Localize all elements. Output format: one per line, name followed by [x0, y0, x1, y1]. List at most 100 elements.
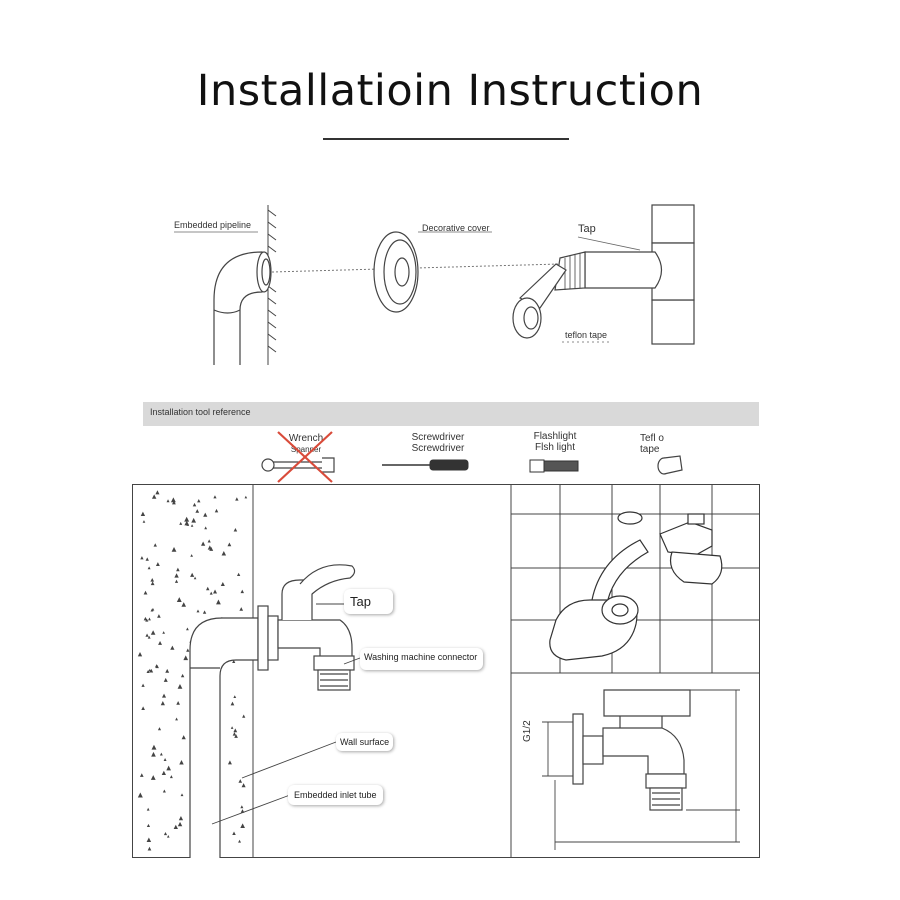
- wall-speck: [203, 512, 208, 517]
- dimension-lines: [542, 689, 740, 850]
- tool-reference-header: Installation tool reference: [150, 407, 251, 417]
- wall-speck: [201, 541, 206, 546]
- wall-speck: [158, 640, 163, 645]
- wall-speck: [170, 645, 175, 650]
- wall-speck: [147, 566, 151, 570]
- wall-speck: [146, 807, 150, 811]
- tool-wrench-line1: Wrench: [288, 433, 324, 444]
- wall-speck: [230, 701, 235, 706]
- page-title: Installatioin Instruction: [196, 66, 704, 116]
- label-embedded-pipeline: Embedded pipeline: [174, 220, 252, 230]
- wall-speck: [170, 497, 176, 503]
- tap-body: [554, 204, 695, 345]
- teflon-tape-roll: [512, 263, 567, 339]
- wall-speck: [238, 839, 241, 843]
- tool-wrench-line2: Spanner: [290, 445, 322, 454]
- wall-speck: [233, 728, 238, 733]
- wall-speck: [230, 726, 234, 729]
- tool-tape-line1: Tefl o: [640, 433, 664, 444]
- wall-speck: [234, 734, 238, 738]
- wall-speck: [180, 793, 184, 797]
- dimensioned-tap: [572, 689, 691, 811]
- wall-speck: [179, 759, 184, 765]
- wall-speck: [244, 495, 248, 499]
- wall-speck: [175, 717, 178, 721]
- wall-speck: [213, 589, 218, 594]
- wall-speck: [159, 752, 163, 756]
- wall-speck: [151, 744, 157, 750]
- wall-speck: [177, 821, 183, 827]
- wall-speck: [209, 591, 213, 595]
- embedded-pipe: [213, 251, 272, 365]
- wall-speck: [207, 545, 212, 550]
- wall-speck: [214, 508, 219, 513]
- label-teflon-tape: teflon tape: [565, 330, 608, 340]
- wall-speck: [142, 520, 146, 523]
- wall-speck: [149, 668, 154, 673]
- wall-speck: [197, 498, 201, 503]
- tool-tape-line2: tape: [640, 444, 660, 455]
- wall-speck: [160, 701, 165, 706]
- wall-speck: [145, 557, 149, 561]
- wall-speck: [166, 835, 170, 838]
- label-tap-top: Tap: [578, 223, 596, 235]
- wall-speck: [173, 824, 178, 830]
- wall-speck: [141, 683, 145, 687]
- wall-speck: [162, 789, 166, 793]
- wall-speck: [150, 630, 156, 635]
- wall-speck: [184, 520, 190, 526]
- wall-speck: [177, 683, 183, 689]
- wall-speck: [148, 668, 152, 672]
- tap-illustration: [257, 564, 356, 691]
- wall-speck: [193, 576, 197, 580]
- wall-speck: [195, 509, 200, 513]
- wall-speck: [163, 677, 168, 682]
- wall-speck: [240, 823, 245, 828]
- wall-speck: [139, 773, 144, 777]
- wall-speck: [174, 579, 179, 583]
- wall-speck: [235, 497, 239, 501]
- wall-speck: [213, 495, 217, 499]
- wall-speck: [150, 608, 154, 612]
- wall-speck: [150, 775, 156, 780]
- wall-speck: [146, 823, 151, 828]
- wall-speck: [232, 831, 236, 836]
- wall-speck: [153, 543, 157, 547]
- wall-speck: [162, 631, 165, 634]
- wall-speck: [176, 701, 180, 705]
- callout-embedded-inlet-tube: Embedded inlet tube: [288, 785, 383, 805]
- tool-flashlight-label: Flashlight Flsh light: [525, 431, 585, 453]
- wall-speck: [241, 783, 246, 788]
- tool-screwdriver-label: Screwdriver Screwdriver: [398, 432, 478, 454]
- label-decorative-cover: Decorative cover: [422, 223, 490, 233]
- wall-speck: [207, 539, 211, 543]
- tool-wrench-label: Wrench Spanner: [276, 433, 336, 455]
- wall-speck: [151, 494, 157, 499]
- wall-speck: [169, 775, 173, 779]
- wall-speck: [165, 668, 170, 673]
- wall-speck: [220, 581, 225, 587]
- flashlight-icon: [529, 459, 579, 473]
- wall-speck: [150, 581, 155, 586]
- prohibited-mark: [277, 431, 333, 483]
- wall-speck: [146, 837, 152, 843]
- wall-speck: [171, 546, 177, 552]
- wall-speck: [190, 524, 194, 527]
- wall-speck: [196, 609, 200, 613]
- wall-speck: [236, 572, 241, 577]
- wall-speck: [163, 758, 167, 761]
- tool-tape-label: Tefl o tape: [640, 433, 690, 455]
- wall-speck: [161, 693, 167, 698]
- wall-speck: [154, 664, 159, 668]
- wall-speck: [145, 633, 149, 637]
- tool-screwdriver-line2: Screwdriver: [411, 443, 465, 454]
- wall-speck: [166, 499, 170, 503]
- wall-speck: [190, 572, 195, 577]
- wall-speck: [240, 809, 245, 813]
- wall-speck: [163, 831, 168, 836]
- wall-speck: [227, 542, 232, 547]
- wall-speck: [172, 500, 176, 505]
- wall-speck: [206, 586, 210, 591]
